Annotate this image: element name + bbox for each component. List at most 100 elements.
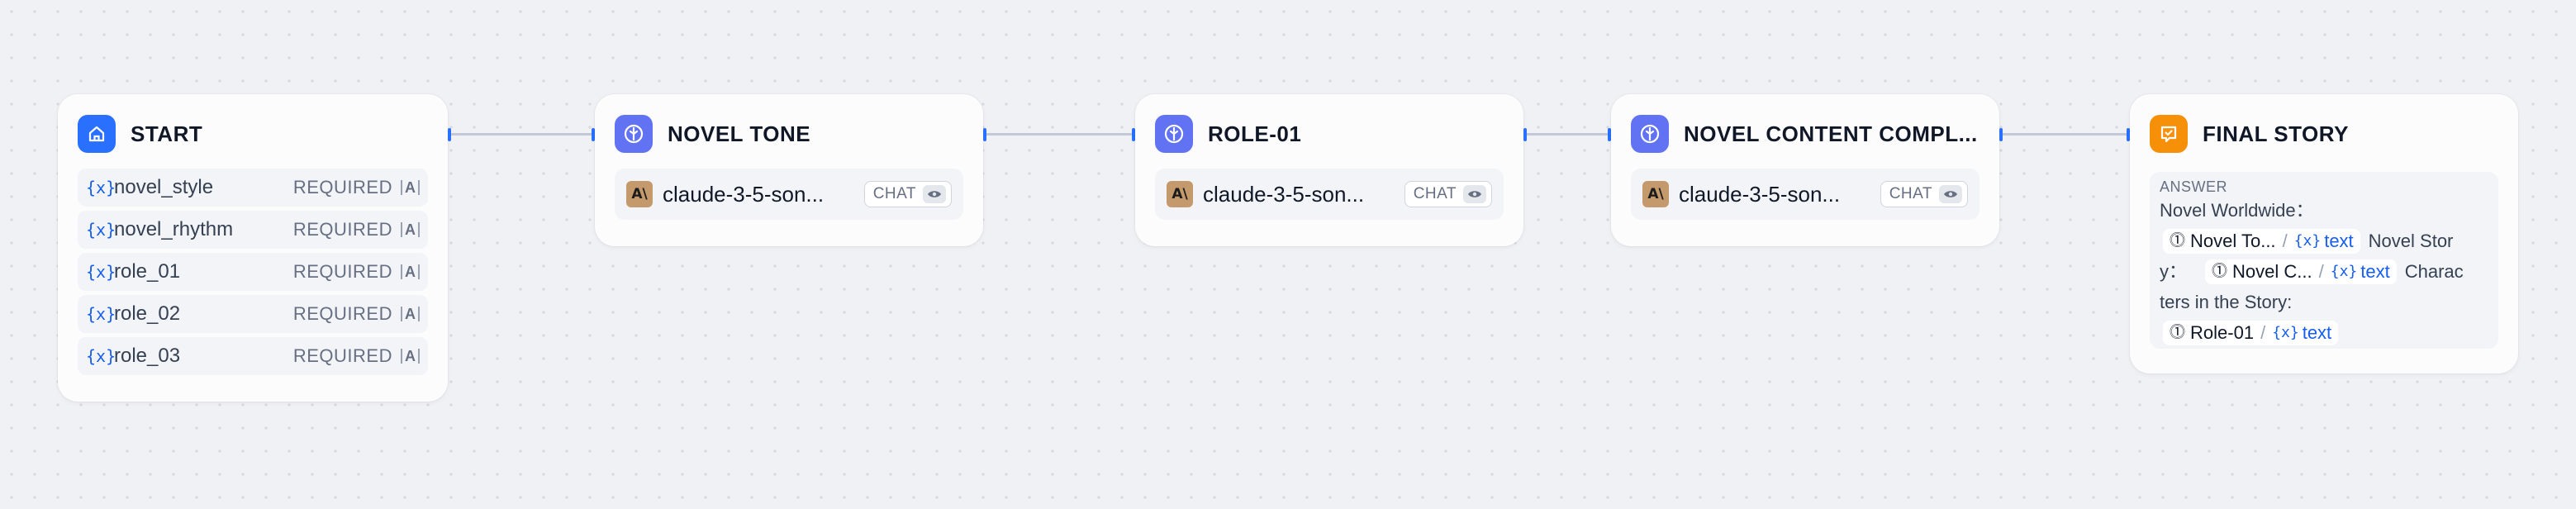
- novel-content-input-handle[interactable]: [1608, 128, 1611, 141]
- llm-icon: [1631, 115, 1669, 153]
- novel-tone-node[interactable]: NOVEL TONE A\ claude-3-5-son... CHAT: [595, 94, 983, 246]
- answer-text: Novel Stor: [2368, 231, 2454, 251]
- variable-row[interactable]: {x} novel_style REQUIRED A: [78, 169, 428, 207]
- model-selector[interactable]: A\ claude-3-5-son... CHAT: [615, 169, 963, 220]
- reference-variable-name: text: [2360, 261, 2390, 282]
- role-01-input-handle[interactable]: [1132, 128, 1135, 141]
- reference-separator: /: [2318, 261, 2324, 282]
- model-mode-badge: CHAT: [1404, 181, 1492, 207]
- variable-icon: {x}: [86, 262, 116, 282]
- node-title: FINAL STORY: [2203, 121, 2349, 146]
- node-title: NOVEL CONTENT COMPL...: [1684, 121, 1978, 146]
- final-story-node[interactable]: FINAL STORY ANSWER Novel Worldwide： ⓵ No…: [2130, 94, 2518, 373]
- model-selector[interactable]: A\ claude-3-5-son... CHAT: [1155, 169, 1504, 220]
- node-title: START: [131, 121, 203, 146]
- start-node[interactable]: START {x} novel_style REQUIRED A {x} nov…: [58, 94, 448, 402]
- anthropic-logo-icon: A\: [1167, 181, 1193, 207]
- edge-start-to-novel-tone[interactable]: [451, 133, 593, 136]
- answer-text: y：: [2160, 261, 2188, 282]
- variable-name: novel_style: [114, 176, 214, 198]
- novel-content-node-header: NOVEL CONTENT COMPL...: [1631, 114, 1978, 154]
- answer-line: ⓵ Novel To... / {x} text Novel Stor: [2160, 226, 2488, 256]
- final-story-node-header: FINAL STORY: [2150, 114, 2349, 154]
- answer-content[interactable]: ANSWER Novel Worldwide： ⓵ Novel To... / …: [2150, 172, 2498, 349]
- variable-icon: {x}: [2272, 324, 2299, 341]
- final-story-input-handle[interactable]: [2127, 128, 2130, 141]
- edge-role-01-to-novel-content[interactable]: [1527, 133, 1609, 136]
- start-node-header: START: [78, 114, 202, 154]
- node-title: ROLE-01: [1208, 121, 1302, 146]
- variable-icon: {x}: [86, 220, 116, 240]
- llm-icon: ⓵: [2170, 324, 2186, 341]
- answer-text: ters in the Story:: [2160, 292, 2293, 312]
- vision-eye-icon: [1463, 185, 1486, 203]
- vision-eye-icon: [923, 185, 946, 203]
- required-label: REQUIRED: [292, 345, 392, 366]
- variable-icon: {x}: [86, 178, 116, 197]
- text-type-icon: A: [401, 222, 420, 237]
- edge-novel-content-to-final-story[interactable]: [2003, 133, 2128, 136]
- anthropic-logo-icon: A\: [626, 181, 653, 207]
- text-type-icon: A: [401, 180, 420, 195]
- model-name: claude-3-5-son...: [1679, 181, 1841, 207]
- role-01-output-handle[interactable]: [1523, 128, 1527, 141]
- answer-line: Novel Worldwide：: [2160, 195, 2488, 226]
- start-output-handle[interactable]: [448, 128, 451, 141]
- answer-label: ANSWER: [2160, 178, 2228, 195]
- novel-tone-output-handle[interactable]: [983, 128, 986, 141]
- text-type-icon: A: [401, 307, 420, 321]
- variable-name: role_01: [114, 260, 181, 283]
- vision-eye-icon: [1939, 185, 1962, 203]
- reference-separator: /: [2260, 322, 2266, 343]
- variable-row[interactable]: {x} role_03 REQUIRED A: [78, 337, 428, 375]
- variable-reference-pill: ⓵ Novel C... / {x} text: [2205, 259, 2397, 284]
- model-mode-badge: CHAT: [863, 181, 952, 207]
- role-01-node-header: ROLE-01: [1155, 114, 1301, 154]
- model-name: claude-3-5-son...: [1203, 181, 1365, 207]
- reference-variable-name: text: [2324, 231, 2354, 251]
- required-label: REQUIRED: [292, 177, 392, 197]
- variable-icon: {x}: [86, 346, 116, 366]
- novel-content-output-handle[interactable]: [1999, 128, 2003, 141]
- model-selector[interactable]: A\ claude-3-5-son... CHAT: [1631, 169, 1980, 220]
- anthropic-logo-icon: A\: [1642, 181, 1669, 207]
- variable-row[interactable]: {x} novel_rhythm REQUIRED A: [78, 211, 428, 249]
- model-mode-label: CHAT: [1413, 185, 1457, 202]
- llm-icon: ⓵: [2212, 263, 2228, 280]
- model-mode-badge: CHAT: [1880, 181, 1968, 207]
- edge-novel-tone-to-role-01[interactable]: [986, 133, 1134, 136]
- required-label: REQUIRED: [292, 303, 392, 324]
- reference-separator: /: [2282, 231, 2288, 251]
- reference-node-name: Novel To...: [2190, 231, 2276, 251]
- variable-reference-pill: ⓵ Novel To... / {x} text: [2163, 228, 2360, 254]
- variable-name: novel_rhythm: [114, 218, 234, 240]
- variable-name: role_03: [114, 345, 181, 367]
- required-label: REQUIRED: [292, 261, 392, 282]
- llm-icon: [615, 115, 653, 153]
- variable-icon: {x}: [2330, 263, 2358, 280]
- home-icon: [78, 115, 116, 153]
- answer-line: ters in the Story:: [2160, 287, 2488, 317]
- reference-variable-name: text: [2302, 322, 2332, 343]
- answer-text: Novel Worldwide：: [2160, 200, 2314, 221]
- answer-line: y： ⓵ Novel C... / {x} text Charac: [2160, 256, 2488, 287]
- model-mode-label: CHAT: [872, 185, 916, 202]
- variable-name: role_02: [114, 302, 181, 325]
- reference-node-name: Novel C...: [2232, 261, 2312, 282]
- text-type-icon: A: [401, 349, 420, 364]
- llm-icon: ⓵: [2170, 232, 2186, 250]
- node-title: NOVEL TONE: [668, 121, 811, 146]
- novel-content-node[interactable]: NOVEL CONTENT COMPL... A\ claude-3-5-son…: [1611, 94, 1999, 246]
- answer-icon: [2150, 115, 2188, 153]
- llm-icon: [1155, 115, 1193, 153]
- answer-line: ⓵ Role-01 / {x} text: [2160, 317, 2488, 348]
- role-01-node[interactable]: ROLE-01 A\ claude-3-5-son... CHAT: [1135, 94, 1523, 246]
- variable-row[interactable]: {x} role_02 REQUIRED A: [78, 295, 428, 333]
- start-variable-list: {x} novel_style REQUIRED A {x} novel_rhy…: [78, 169, 428, 379]
- variable-row[interactable]: {x} role_01 REQUIRED A: [78, 253, 428, 291]
- variable-icon: {x}: [2293, 232, 2322, 250]
- novel-tone-input-handle[interactable]: [592, 128, 595, 141]
- model-name: claude-3-5-son...: [663, 181, 825, 207]
- required-label: REQUIRED: [292, 219, 392, 240]
- novel-tone-node-header: NOVEL TONE: [615, 114, 810, 154]
